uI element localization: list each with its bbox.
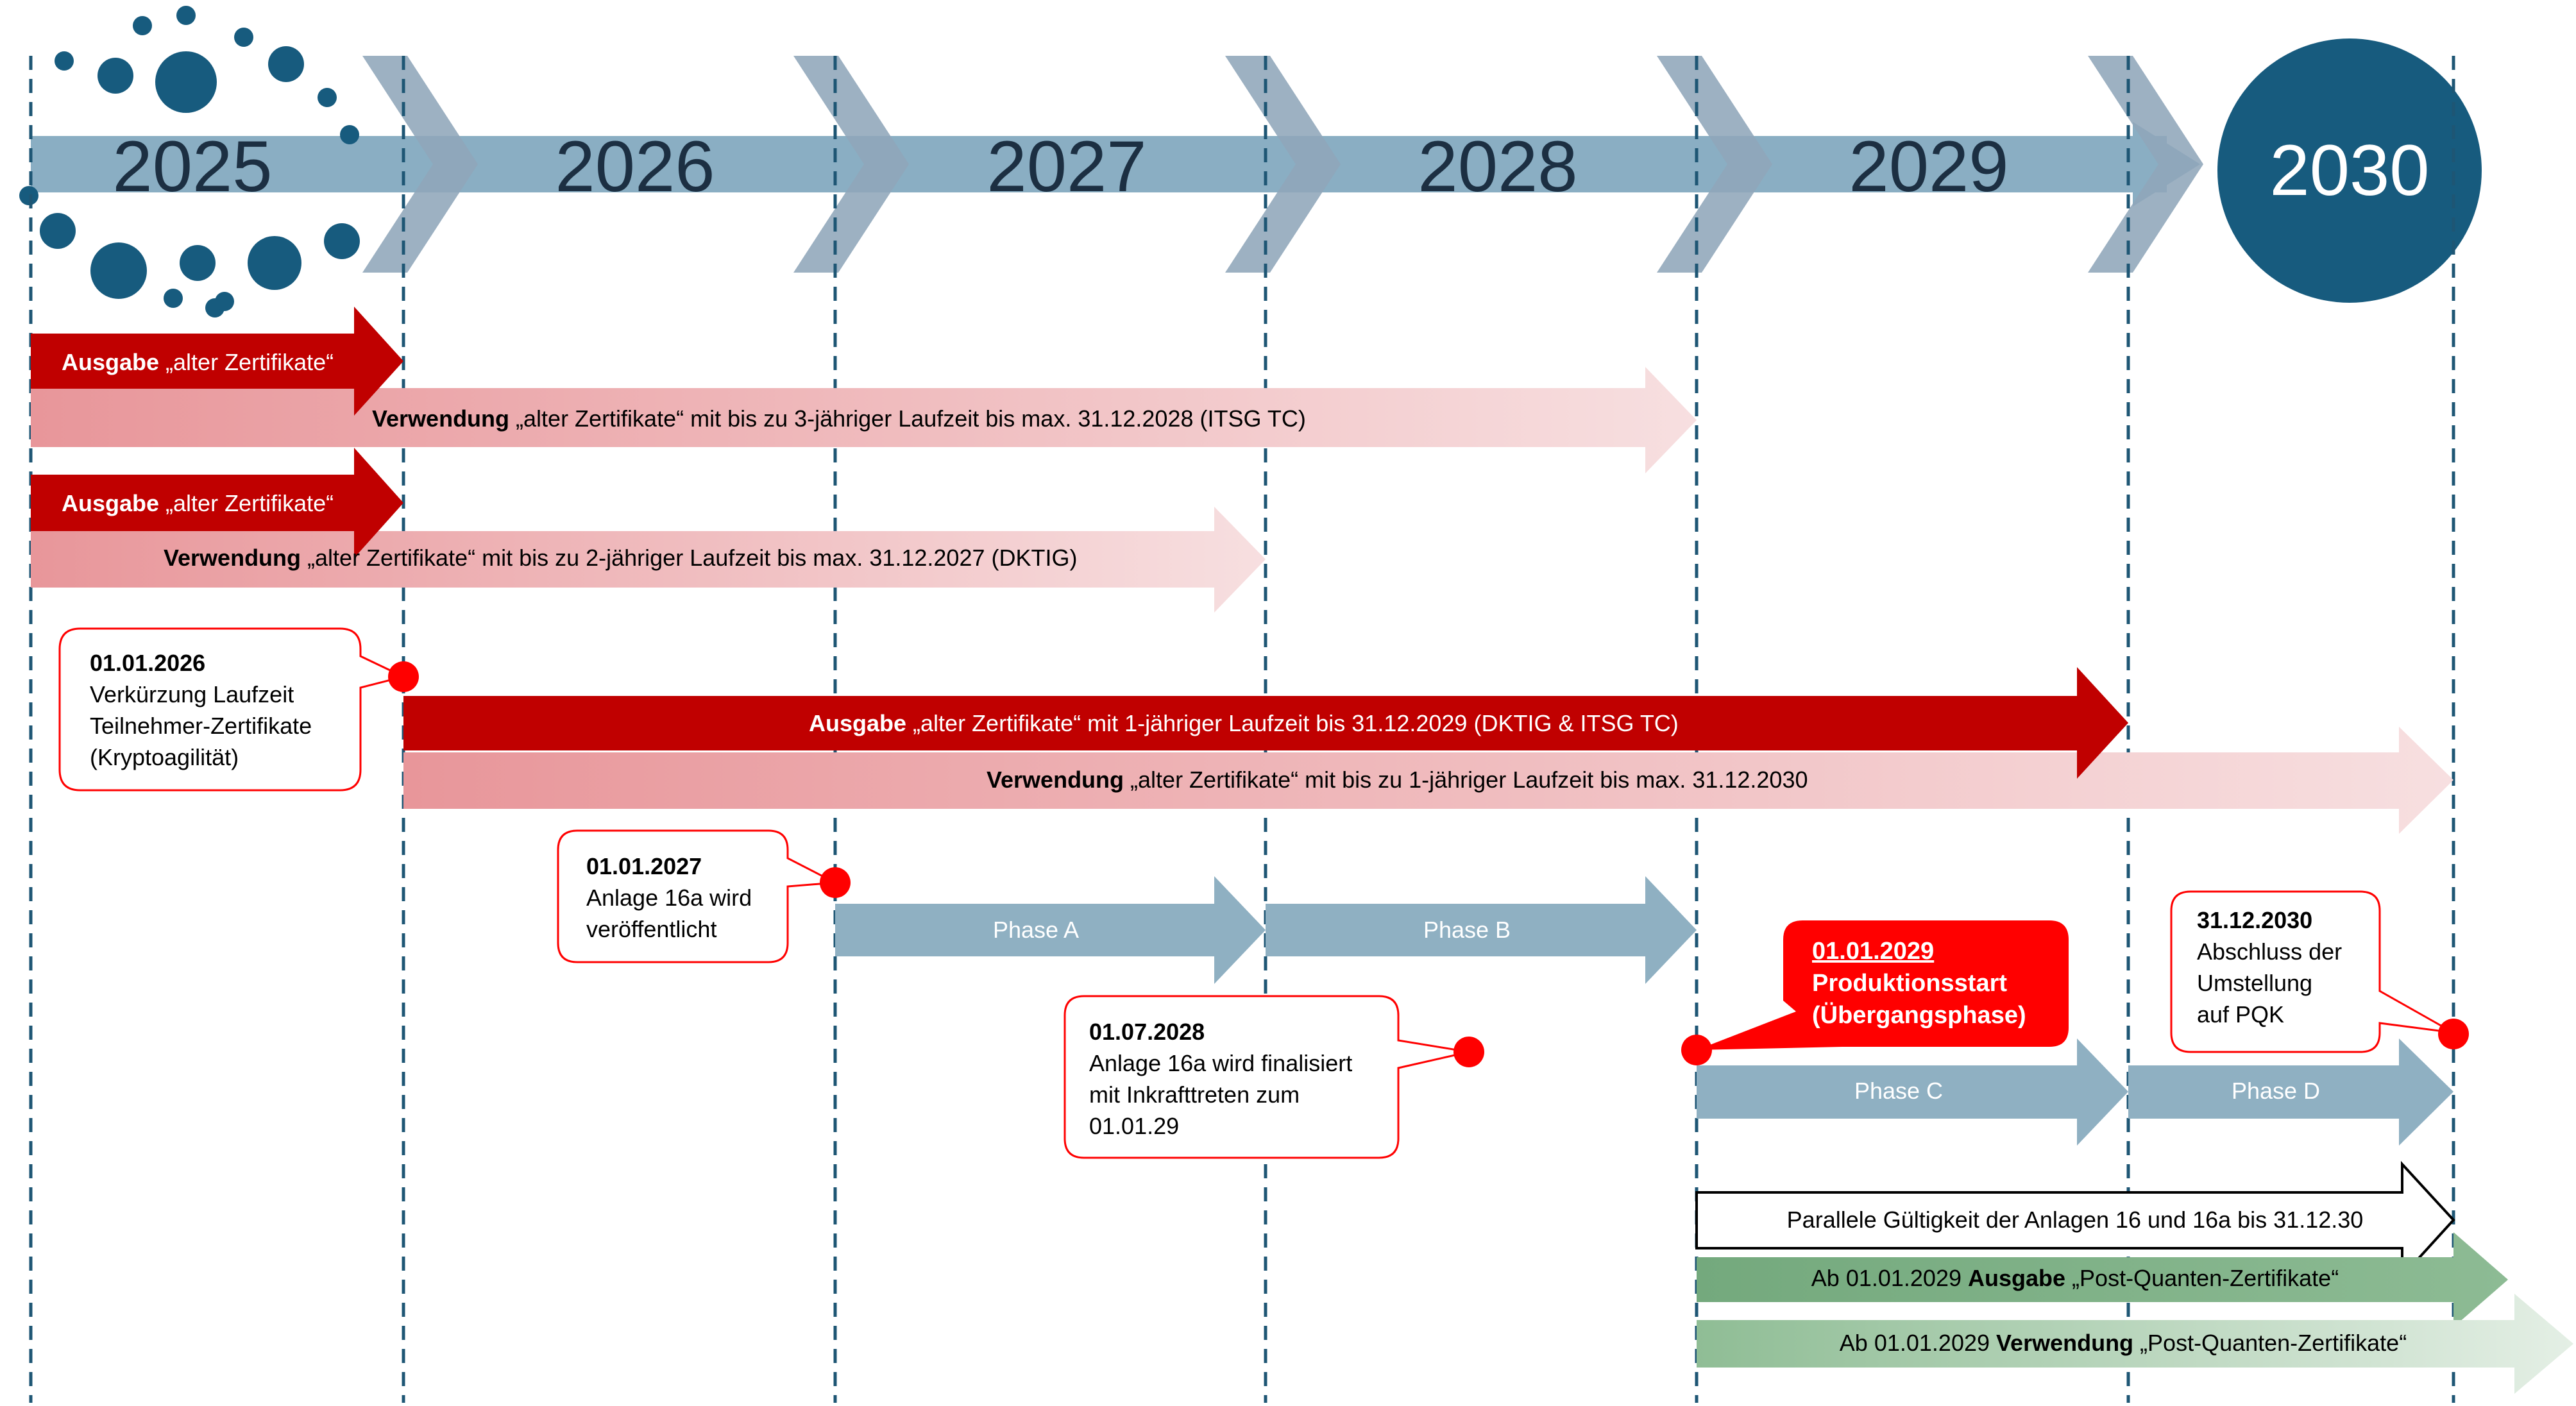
phase-arrows [835,876,2453,1146]
phase-a-label: Phase A [993,917,1079,943]
verwendung-label-1: Verwendung „alter Zertifikate“ mit bis z… [372,405,1306,432]
ausgabe-label-2: Ausgabe „alter Zertifikate“ [62,490,334,516]
svg-text:mit Inkrafttreten zum: mit Inkrafttreten zum [1089,1081,1300,1108]
svg-text:Umstellung: Umstellung [2197,970,2312,996]
milestone-dot-2026 [388,661,419,692]
ausgabe-2025-arrow-2 [31,448,403,558]
verwendung-label-3: Verwendung „alter Zertifikate“ mit bis z… [987,767,1808,793]
milestone-dot-2030 [2438,1019,2469,1049]
svg-text:auf PQK: auf PQK [2197,1001,2284,1028]
pq-verwendung-arrow [1697,1294,2573,1394]
callout-2029-text: 01.01.2029 Produktionsstart (Übergangsph… [1812,938,2026,1029]
svg-text:(Übergangsphase): (Übergangsphase) [1812,1001,2026,1029]
year-chevrons [362,56,2203,273]
year-2027: 2027 [987,126,1146,207]
timeline-band [31,136,2167,192]
phase-b-arrow [1266,876,1697,984]
callout-2028-text: 01.07.2028 Anlage 16a wird finalisiert m… [1089,1019,1352,1139]
svg-text:Produktionsstart: Produktionsstart [1812,970,2007,997]
callout-2030-box [2170,890,2454,1053]
milestone-dot-2028 [1453,1037,1484,1067]
callout-2026-box [58,627,407,792]
svg-text:Verkürzung Laufzeit: Verkürzung Laufzeit [90,681,294,707]
svg-text:(Kryptoagilität): (Kryptoagilität) [90,744,239,770]
decorative-dots [19,6,360,318]
svg-text:veröffentlicht: veröffentlicht [586,916,716,942]
svg-text:01.01.2027: 01.01.2027 [586,853,702,879]
chevron-2027-2028 [1225,56,1341,273]
pq-verwendung-label: Ab 01.01.2029 Verwendung „Post-Quanten-Z… [1840,1330,2407,1356]
year-2030-circle [2217,38,2482,303]
svg-text:31.12.2030: 31.12.2030 [2197,907,2312,933]
chevron-2029-2030 [2088,56,2203,273]
verwendung-label-2: Verwendung „alter Zertifikate“ mit bis z… [164,545,1077,571]
verwendung-3-jahre-arrow [31,367,1697,473]
callout-2029-box [1697,920,2069,1050]
parallel-gueltigkeit-arrow [1695,1160,2455,1280]
pq-ausgabe-label: Ab 01.01.2029 Ausgabe „Post-Quanten-Zert… [1811,1265,2339,1291]
svg-text:Anlage 16a wird finalisiert: Anlage 16a wird finalisiert [1089,1050,1352,1076]
ausgabe-label-3: Ausgabe „alter Zertifikate“ mit 1-jährig… [809,710,1679,736]
phase-a-arrow [835,876,1266,984]
verwendung-2-jahre-arrow [31,507,1266,613]
callout-2026-text: 01.01.2026 Verkürzung Laufzeit Teilnehme… [90,650,312,770]
year-2025: 2025 [112,126,272,207]
phase-labels: Phase A Phase B Phase C Phase D [993,917,2320,1104]
callout-2028-box [1063,995,1470,1159]
svg-text:Abschluss der: Abschluss der [2197,938,2342,965]
callout-2030-text: 31.12.2030 Abschluss der Umstellung auf … [2197,907,2342,1028]
year-labels: 2025 2026 2027 2028 2029 [112,126,2008,207]
svg-text:01.01.2029: 01.01.2029 [1812,938,1934,965]
chevron-2026-2027 [793,56,909,273]
year-2030: 2030 [2269,130,2429,210]
milestone-dot-2029 [1681,1035,1712,1065]
callout-2027-box [557,829,839,963]
phase-d-label: Phase D [2232,1078,2320,1104]
svg-text:Anlage 16a wird: Anlage 16a wird [586,885,752,911]
svg-text:01.01.29: 01.01.29 [1089,1113,1179,1139]
chevron-2025-2026 [362,56,478,273]
parallel-gueltigkeit-label: Parallele Gültigkeit der Anlagen 16 und … [1787,1207,2364,1233]
year-2026: 2026 [555,126,715,207]
callout-2027-text: 01.01.2027 Anlage 16a wird veröffentlich… [586,853,752,942]
svg-text:Teilnehmer-Zertifikate: Teilnehmer-Zertifikate [90,713,312,739]
svg-text:01.07.2028: 01.07.2028 [1089,1019,1205,1045]
ausgabe-1-jahr-arrow [403,667,2128,779]
phase-c-label: Phase C [1854,1078,1943,1104]
svg-text:01.01.2026: 01.01.2026 [90,650,205,676]
phase-b-label: Phase B [1423,917,1511,943]
verwendung-1-jahr-arrow [403,727,2453,834]
milestone-dot-2027 [820,867,851,898]
year-2028: 2028 [1418,126,1577,207]
phase-c-arrow [1697,1038,2128,1146]
pq-ausgabe-arrow [1697,1232,2508,1327]
ausgabe-2025-arrow-1 [31,307,403,416]
chevron-2028-2029 [1657,56,1772,273]
phase-d-arrow [2128,1038,2453,1146]
year-2029: 2029 [1849,126,2008,207]
ausgabe-label-1: Ausgabe „alter Zertifikate“ [62,349,334,375]
